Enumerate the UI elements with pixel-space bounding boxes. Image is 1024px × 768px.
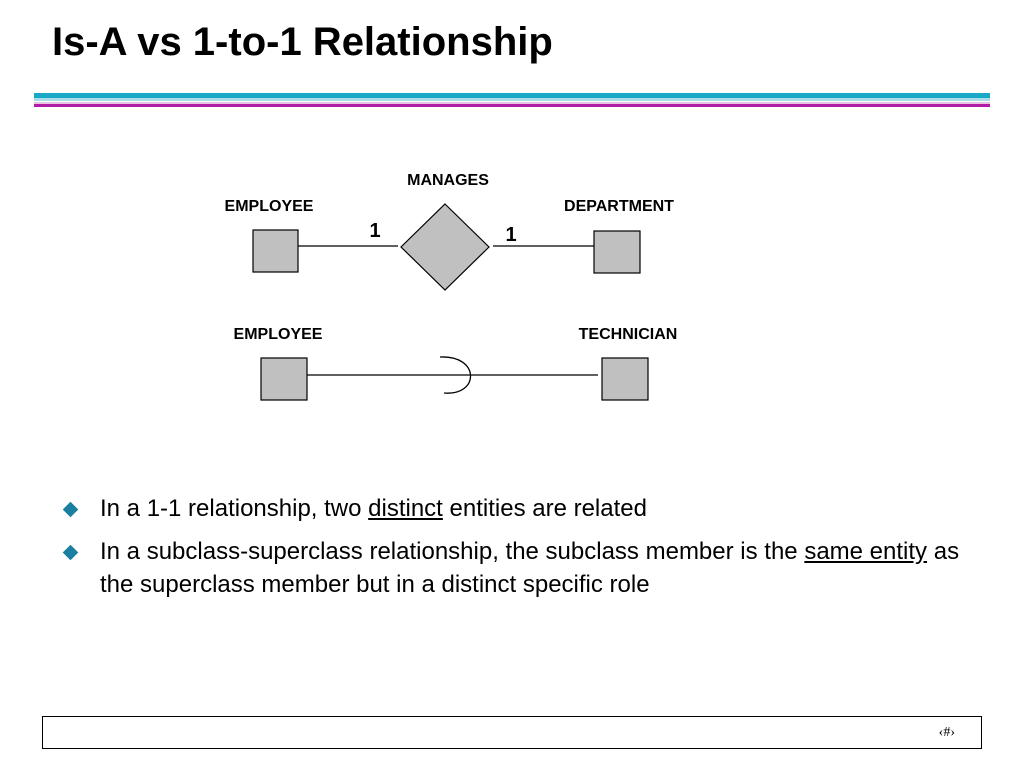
bullet-text-1a: In a 1-1 relationship, two (100, 495, 369, 522)
entity-box-employee-1 (252, 229, 299, 273)
entity-label-employee-1: EMPLOYEE (225, 198, 314, 215)
cardinality-right: 1 (505, 224, 516, 246)
entity-box-technician (601, 357, 649, 401)
footer-bar: ‹#› (42, 716, 982, 749)
subset-symbol-icon (439, 356, 472, 394)
entity-label-technician: TECHNICIAN (579, 326, 678, 343)
bullet-emphasis-distinct: distinct (368, 495, 443, 522)
divider-line-light-cyan (34, 98, 990, 101)
slide-title: Is-A vs 1-to-1 Relationship (52, 20, 553, 64)
bullet-list: In a 1-1 relationship, two distinct enti… (62, 492, 982, 611)
relationship-diamond-manages (400, 203, 490, 291)
entity-label-employee-2: EMPLOYEE (234, 326, 323, 343)
bullet-text-2b: as the superclass member but in a distin… (100, 538, 960, 598)
bullet-text-2a: In a subclass-superclass relationship, t… (100, 538, 805, 565)
slide-number: ‹#› (938, 725, 955, 740)
entity-box-department (593, 230, 641, 274)
divider-line-magenta (34, 104, 990, 107)
diamond-bullet-icon (62, 501, 79, 518)
relationship-label-manages: MANAGES (407, 172, 489, 189)
bullet-text-1b: entities are related (442, 495, 647, 522)
divider-line-light-magenta (34, 102, 990, 104)
entity-label-department: DEPARTMENT (564, 198, 674, 215)
bullet-item-1: In a 1-1 relationship, two distinct enti… (62, 492, 982, 525)
divider-line-cyan (34, 93, 990, 98)
cardinality-left: 1 (369, 220, 380, 242)
bullet-emphasis-same-entity: same entity (804, 538, 928, 565)
bullet-item-2: In a subclass-superclass relationship, t… (62, 535, 982, 601)
diamond-bullet-icon (62, 544, 79, 561)
entity-box-employee-2 (260, 357, 308, 401)
